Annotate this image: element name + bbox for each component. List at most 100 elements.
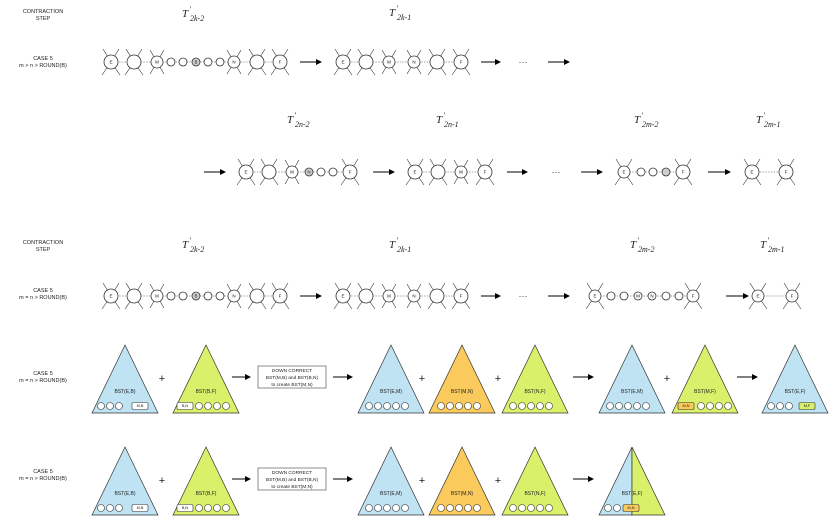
svg-text:T: T [756,114,763,126]
tau-2n-2: T ' 2n-2 [287,111,310,129]
svg-text:BST(N,F): BST(N,F) [524,389,545,395]
svg-text:E: E [622,170,625,175]
tau-2k-1-bottom: T ' 2k-1 [389,236,411,254]
plus-a2: + [419,373,425,385]
svg-text:T: T [634,114,641,126]
contraction-step-label-1b: STEP [36,16,51,22]
svg-text:F: F [484,170,487,175]
svg-text:BST(B,F): BST(B,F) [196,491,217,497]
plus-a4: + [664,373,670,385]
svg-text:M: M [155,294,159,299]
svg-text:N: N [650,294,653,299]
tau-2m-1-top: T ' 2m-1 [756,111,780,129]
svg-text:': ' [189,236,191,245]
case-label-3b: m = n > ROUND(B) [19,378,67,384]
svg-text:': ' [396,4,398,13]
chain-2c: E F [614,158,693,186]
svg-text:E: E [756,294,759,299]
svg-text:M,N: M,N [683,404,690,408]
contraction-step-label-1a: CONTRACTION [23,9,63,15]
svg-text:2k-1: 2k-1 [397,13,411,22]
svg-text:N: N [232,60,235,65]
case-label-4b: m = n > ROUND(B) [19,476,67,482]
svg-text:M: M [387,294,391,299]
svg-text:M,F: M,F [804,404,811,408]
svg-text:N: N [232,294,235,299]
contraction-step-label-2a: CONTRACTION [23,240,63,246]
svg-text:': ' [637,236,639,245]
case-label-4a: CASE 5 [33,469,53,475]
svg-text:M: M [459,170,463,175]
svg-text:': ' [641,111,643,120]
tau-2k-1-top: T ' 2k-1 [389,4,411,22]
svg-text:T: T [389,7,396,19]
svg-text:T: T [436,114,443,126]
svg-text:T: T [182,8,189,20]
svg-text:N: N [412,294,415,299]
chain-3d: E F [748,282,802,310]
svg-text:T: T [630,239,637,251]
tree-bst-nf-b: BST(N,F) [501,446,569,516]
tree-bst-eb-a: BST(E,B) M,B [91,344,159,414]
svg-text:F: F [692,294,695,299]
down-correct-box-b: DOWN CORRECT BST(M,B) and BST(B,N) to cr… [257,467,327,491]
svg-text:BST(M,B) and BST(B,N): BST(M,B) and BST(B,N) [266,477,319,483]
svg-text:2k-2: 2k-2 [190,14,204,23]
tree-bst-bf-a: BST(B,F) B,N [172,344,240,414]
plus-b2: + [419,475,425,487]
svg-text:BST(N,F): BST(N,F) [524,491,545,497]
svg-text:2k-1: 2k-1 [397,245,411,254]
svg-text:E: E [244,170,247,175]
svg-text:BST(E,F): BST(E,F) [622,491,643,497]
chain-3b: E M N F [333,282,471,310]
tau-2m-2-bottom: T ' 2m-2 [630,236,654,254]
svg-text:E: E [750,170,753,175]
svg-text:BST(E,B): BST(E,B) [114,389,135,395]
svg-text:BST(E,M): BST(E,M) [380,389,402,395]
tree-bst-mn-b: BST(M,N) [428,446,496,516]
svg-text:N: N [412,60,415,65]
chain-1b: E M N F [333,48,471,76]
svg-text:M,B: M,B [137,404,144,408]
svg-text:to create BST(M,N): to create BST(M,N) [271,484,313,490]
svg-text:F: F [682,170,685,175]
svg-text:': ' [443,111,445,120]
tree-bst-mf-a: BST(M,F) M,N [671,344,739,414]
svg-text:DOWN CORRECT: DOWN CORRECT [272,368,312,374]
svg-text:T: T [182,239,189,251]
svg-text:BST(M,B) and BST(B,N): BST(M,B) and BST(B,N) [266,375,319,381]
ellipsis-2: ··· [552,167,561,177]
svg-text:2k-2: 2k-2 [190,245,204,254]
svg-text:M: M [290,170,294,175]
svg-text:2m-1: 2m-1 [764,120,780,129]
plus-a1: + [159,373,165,385]
tree-bst-mn-a: BST(M,N) [428,344,496,414]
svg-text:F: F [791,294,794,299]
tau-2m-1-bottom: T ' 2m-1 [760,236,784,254]
case-label-2b: m = n > ROUND(B) [19,295,67,301]
svg-text:T: T [389,239,396,251]
ellipsis-1: ··· [519,57,528,67]
svg-text:2n-1: 2n-1 [444,120,459,129]
svg-text:BST(E,F): BST(E,F) [785,389,806,395]
svg-text:T: T [760,239,767,251]
svg-text:M,B: M,B [137,506,144,510]
ellipsis-3: ··· [519,291,528,301]
svg-text:DOWN CORRECT: DOWN CORRECT [272,470,312,476]
svg-text:2m-2: 2m-2 [638,245,654,254]
svg-text:BST(E,B): BST(E,B) [114,491,135,497]
tree-bst-ef-a: BST(E,F) M,F [761,344,829,414]
svg-text:BST(M,F): BST(M,F) [694,389,716,395]
svg-text:BST(E,M): BST(E,M) [380,491,402,497]
svg-text:F: F [279,60,282,65]
svg-text:B: B [194,294,197,299]
case-label-2a: CASE 5 [33,288,53,294]
svg-text:F: F [460,294,463,299]
svg-text:B,N: B,N [182,506,189,510]
chain-1a: E M B N F [101,48,290,76]
svg-text:F: F [460,60,463,65]
svg-text:BST(M,N): BST(M,N) [451,389,474,395]
case-label-1a: CASE 5 [33,56,53,62]
svg-text:': ' [294,111,296,120]
chain-3c: E M N F [585,282,703,310]
